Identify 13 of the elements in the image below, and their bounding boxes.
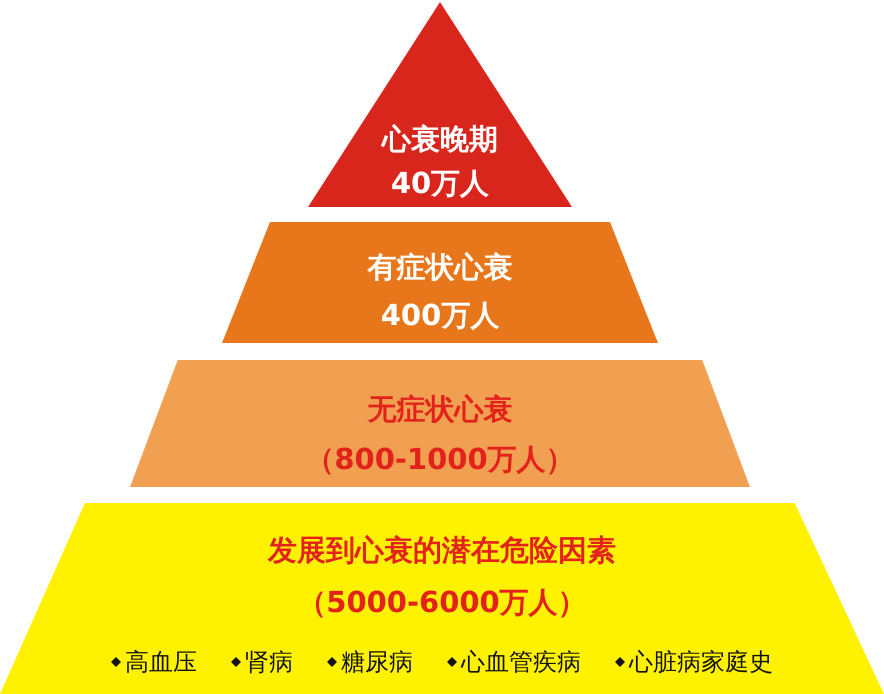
risk-factor: 高血压 (125, 647, 197, 678)
tier-title: 发展到心衰的潜在危险因素 (268, 532, 616, 569)
risk-factor: 肾病 (245, 647, 293, 678)
population-count: （800-1000万人） (305, 441, 575, 478)
risk-factor: 心脏病家庭史 (629, 647, 773, 678)
tier-title: 无症状心衰 (368, 391, 512, 428)
risk-factor: 心血管疾病 (461, 647, 581, 678)
population-count: 400万人 (380, 297, 500, 334)
tier-title: 有症状心衰 (368, 249, 512, 286)
risk-factor: 糖尿病 (341, 647, 413, 678)
population-count: （5000-6000万人） (297, 584, 587, 621)
tier-title: 心衰晚期 (382, 121, 498, 158)
population-count: 40万人 (390, 165, 490, 202)
